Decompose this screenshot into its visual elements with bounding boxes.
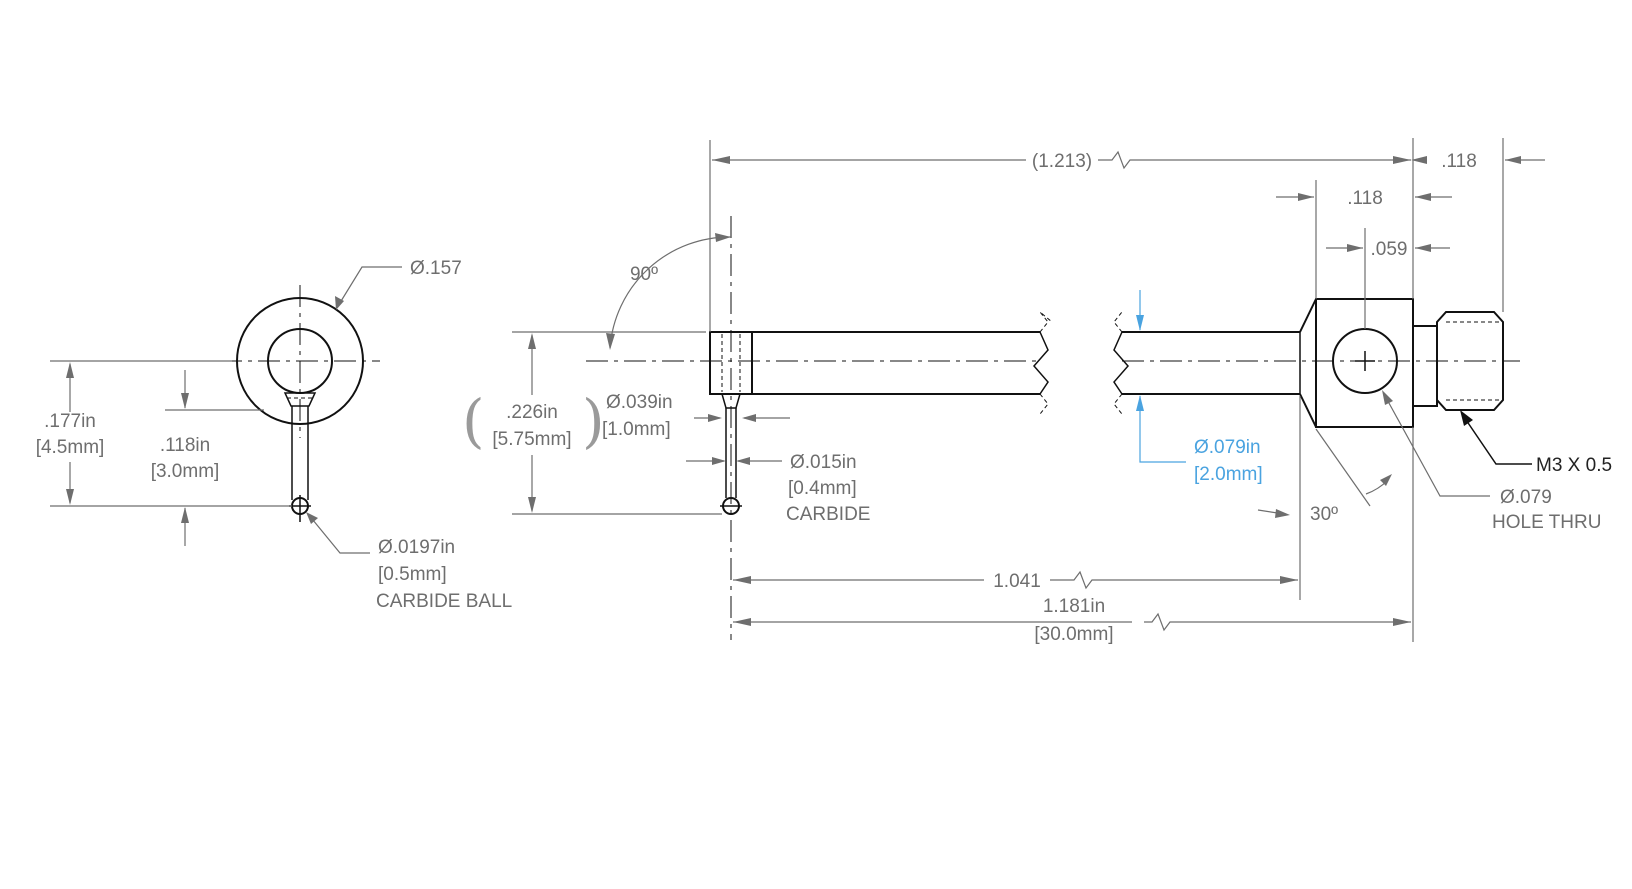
tip-dia-arrow-right	[742, 414, 756, 422]
hole-pos-arrow-left	[1347, 244, 1363, 252]
chamfer-angle-arrow-a	[1380, 474, 1392, 486]
side-view: (1.213) .118 .118 .059 90º (	[462, 138, 1612, 645]
height-arrow-top	[528, 333, 536, 349]
stem-note-label: CARBIDE	[786, 504, 870, 525]
shaft-dia-in-label: Ø.079in	[1194, 437, 1261, 458]
overall-ref-break	[1098, 150, 1411, 170]
end-view-height-arrow-bottom	[66, 489, 74, 505]
body-len-arrow-right	[1415, 193, 1431, 201]
end-view: Ø.157 .177in [4.5mm] .118in [3.0mm] Ø.01…	[36, 258, 513, 612]
overall-ref-label: (1.213)	[1032, 151, 1092, 172]
shaft-len-label: 1.041	[993, 571, 1041, 592]
end-view-offset-in-label: .118in	[160, 435, 210, 456]
hole-pos-arrow-right	[1415, 244, 1431, 252]
tip-angle-arrow-left	[606, 333, 615, 350]
overall-ref-arrow-right	[1393, 156, 1411, 164]
side-view-thread-neck	[1412, 325, 1438, 407]
end-view-head-dia-leader	[337, 266, 402, 307]
tip-angle-arrow-top	[715, 233, 731, 242]
side-view-break-right-bot	[1113, 393, 1123, 415]
end-view-ball-note-label: CARBIDE BALL	[376, 591, 512, 612]
thread-callout-arrow	[1460, 410, 1473, 426]
shaft-dia-arrow-bottom	[1136, 395, 1144, 411]
hole-pos-label: .059	[1371, 239, 1408, 260]
side-view-chamfer-bottom	[1299, 393, 1317, 428]
shaft-len-arrow-right	[1280, 576, 1298, 584]
shaft-dia-mm-label: [2.0mm]	[1194, 464, 1263, 485]
side-view-break-left-bot	[1039, 393, 1049, 415]
height-paren-right: )	[582, 387, 605, 455]
overall-arrow-right	[1393, 618, 1411, 626]
hole-dia-arrow	[1382, 390, 1393, 405]
stem-dia-in-label: Ø.015in	[790, 452, 857, 473]
body-len-arrow-left	[1298, 193, 1314, 201]
hole-dia-leader	[1383, 393, 1490, 497]
overall-ref-arrow-left	[712, 156, 730, 164]
shaft-dia-arrow-top	[1136, 315, 1144, 331]
thread-callout-label: M3 X 0.5	[1536, 455, 1612, 476]
tip-angle-arc	[609, 236, 732, 349]
overall-in-label: 1.181in	[1043, 596, 1105, 617]
tip-dia-mm-label: [1.0mm]	[602, 419, 671, 440]
thread-callout-leader	[1461, 413, 1532, 465]
body-len-label: .118	[1347, 188, 1383, 209]
tip-angle-label: 90º	[630, 264, 658, 285]
height-arrow-bottom	[528, 497, 536, 513]
end-view-ball-leader-arrow	[306, 512, 318, 524]
end-view-height-in-label: .177in	[44, 411, 96, 432]
tip-dia-in-label: Ø.039in	[606, 392, 673, 413]
end-view-height-arrow-top	[66, 362, 74, 378]
end-view-ball-leader	[307, 513, 370, 554]
shaft-len-arrow-left	[733, 576, 751, 584]
shaft-len-break	[1050, 570, 1298, 590]
stem-dia-arrow-left	[712, 457, 726, 465]
chamfer-angle-label: 30º	[1310, 504, 1338, 525]
thread-len-label: .118	[1441, 151, 1477, 172]
end-view-stem-collar	[283, 392, 317, 407]
end-view-ball-dia-mm-label: [0.5mm]	[378, 564, 447, 585]
end-view-head-dia-label: Ø.157	[410, 258, 462, 279]
overall-arrow-left	[733, 618, 751, 626]
side-view-break-right-top	[1113, 311, 1123, 333]
stem-dia-arrow-right	[736, 457, 750, 465]
overall-mm-label: [30.0mm]	[1034, 624, 1113, 645]
thread-len-arrow-right	[1505, 156, 1521, 164]
end-view-offset-arrow-bottom	[181, 507, 189, 523]
shaft-dia-dim-bottom	[1139, 396, 1186, 463]
height-in-label: .226in	[506, 402, 558, 423]
side-view-break-left-top	[1039, 311, 1053, 333]
tip-dia-arrow-left	[708, 414, 722, 422]
end-view-offset-mm-label: [3.0mm]	[151, 461, 220, 482]
overall-break	[1144, 612, 1411, 632]
end-view-head-dia-arrow	[335, 296, 344, 310]
side-view-chamfer-top	[1299, 298, 1317, 333]
chamfer-angle-ext	[1315, 428, 1371, 507]
side-view-break-right	[1113, 331, 1129, 395]
height-mm-label: [5.75mm]	[492, 429, 571, 450]
chamfer-angle-arrow-b	[1275, 509, 1290, 518]
stem-dia-mm-label: [0.4mm]	[788, 478, 857, 499]
end-view-height-mm-label: [4.5mm]	[36, 437, 105, 458]
end-view-ball-dia-in-label: Ø.0197in	[378, 537, 455, 558]
side-view-break-left	[1033, 331, 1049, 395]
height-paren-left: (	[462, 387, 485, 455]
hole-note-label: HOLE THRU	[1492, 512, 1601, 533]
hole-dia-label: Ø.079	[1500, 487, 1552, 508]
end-view-offset-arrow-top	[181, 393, 189, 409]
thread-len-arrow-left	[1411, 156, 1427, 164]
